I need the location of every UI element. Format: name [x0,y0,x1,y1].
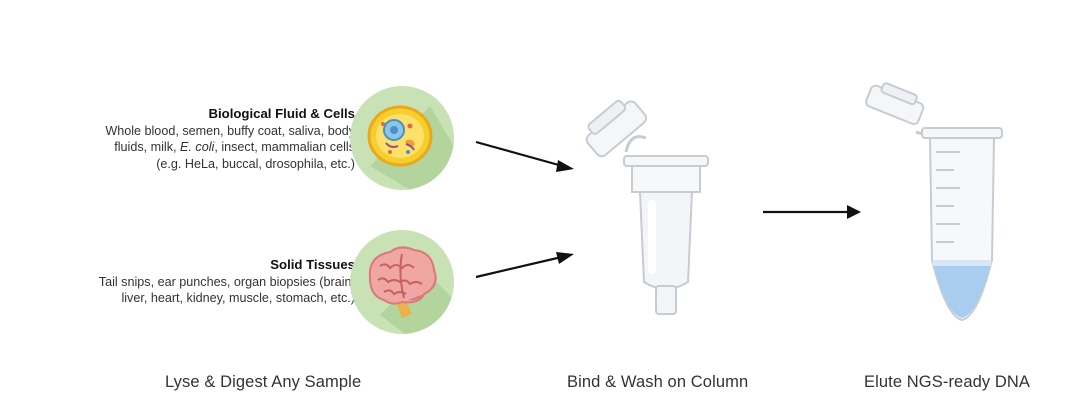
source-tissue-line2: liver, heart, kidney, muscle, stomach, e… [121,291,355,306]
step-label-lyse: Lyse & Digest Any Sample [165,373,362,391]
step-label-elute: Elute NGS-ready DNA [864,373,1031,391]
spin-column-icon [585,99,709,315]
source-fluid-line1: Whole blood, semen, buffy coat, saliva, … [105,124,355,139]
microcentrifuge-tube-icon [865,82,1003,322]
step-label-bind: Bind & Wash on Column [567,373,749,391]
source-fluid-description: Biological Fluid & Cells Whole blood, se… [10,106,355,172]
source-tissue-description: Solid Tissues Tail snips, ear punches, o… [10,257,355,307]
source-tissue-title: Solid Tissues [270,257,355,272]
source-fluid-line2-em: E. coli [180,140,215,155]
source-fluid-line2-post: , insect, mammalian cells [214,140,355,155]
cell-icon [350,86,454,190]
source-fluid-title: Biological Fluid & Cells [208,106,355,121]
source-fluid-line2-pre: fluids, milk, [114,140,181,155]
source-tissue-line1: Tail snips, ear punches, organ biopsies … [98,275,355,290]
brain-icon [350,230,454,334]
source-fluid-line3: (e.g. HeLa, buccal, drosophila, etc.) [156,156,355,171]
